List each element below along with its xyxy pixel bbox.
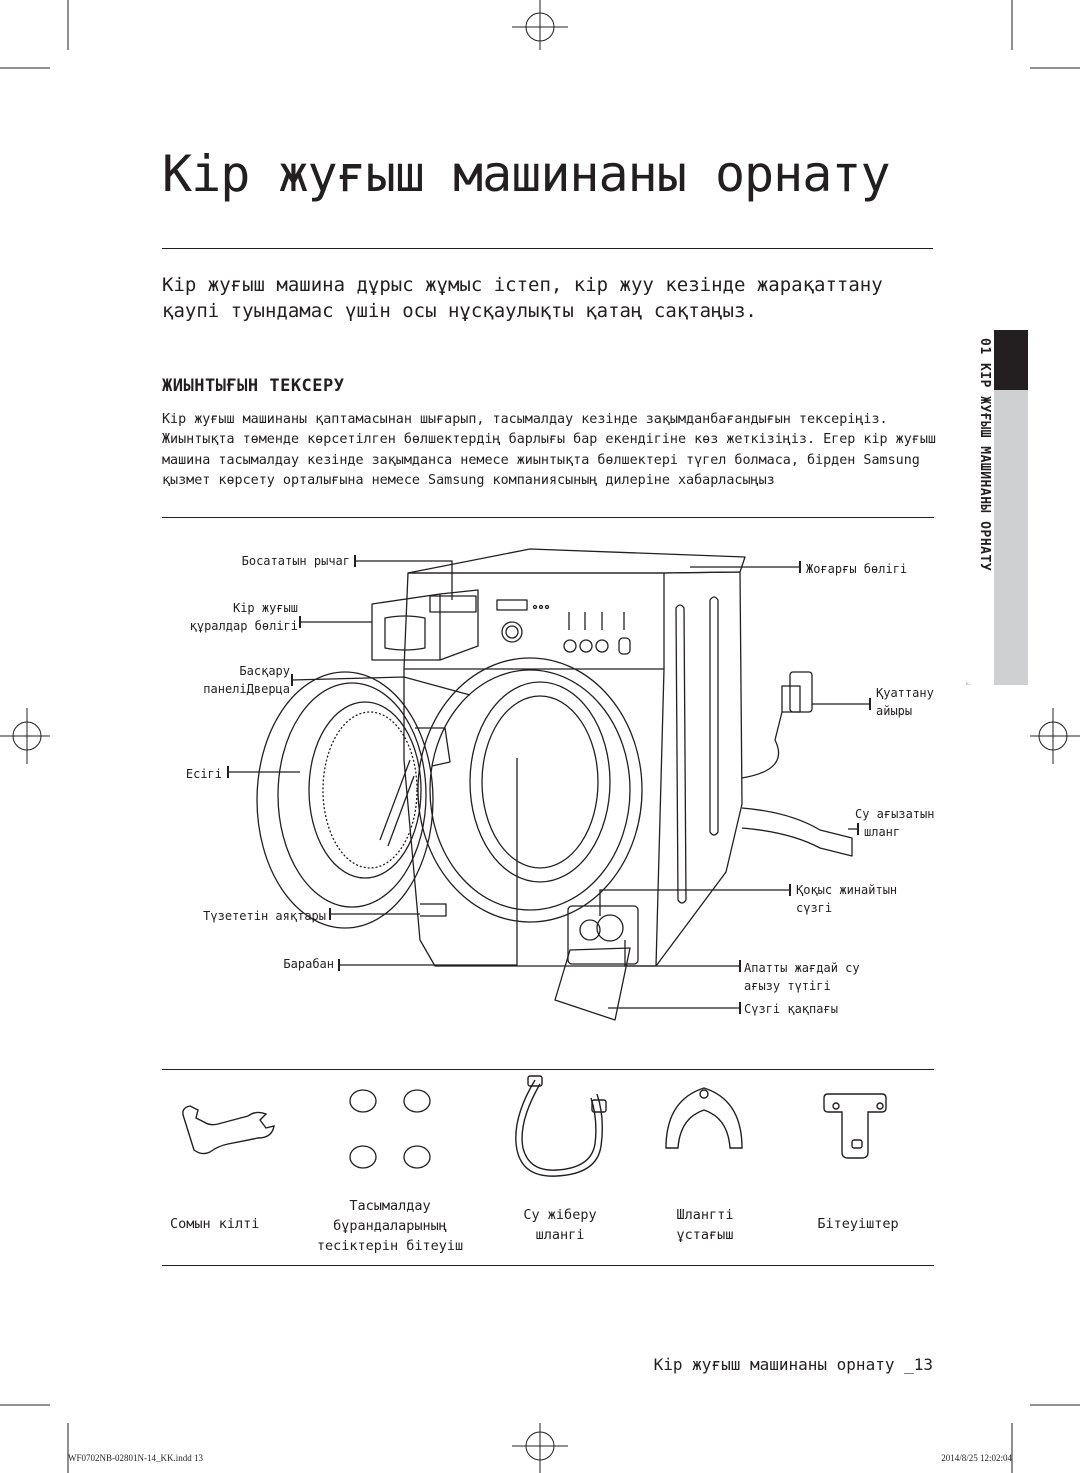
spanner-icon: [182, 1105, 275, 1155]
intro-text: Кір жуғыш машина дұрыс жұмыс істеп, кір …: [162, 274, 883, 322]
side-tab-label-area: [966, 330, 994, 685]
accessory-label-hose-guide: Шлангті ұстағыш: [676, 1207, 734, 1243]
label-filter-cover: Сүзгі қақпағы: [744, 1002, 838, 1016]
label-power-plug-1: Қуаттану: [876, 686, 934, 700]
page-title: Кір жуғыш машинаны орнату: [162, 145, 891, 203]
label-power-plug-2: айыры: [876, 704, 913, 718]
plugs-icon: [823, 1093, 887, 1159]
accessory-label-hole-caps: Тасымалдау бұрандаларының тесіктерін біт…: [316, 1198, 464, 1254]
label-worktop: Жоғарғы бөлігі: [806, 562, 908, 576]
label-release-lever: Босататын рычаг: [241, 554, 350, 568]
label-detergent-drawer-2: құралдар бөлігі: [189, 619, 298, 633]
side-tab-text: 01 КІР ЖУҒЫШ МАШИНАНЫ ОРНАТУ: [977, 338, 992, 572]
label-emergency-drain-2: ағызу түтігі: [744, 979, 831, 993]
title-rule: [162, 248, 933, 249]
accessory-label-water-hose: Су жіберу шлангі: [523, 1207, 597, 1243]
label-drain-hose-2: шланг: [864, 825, 901, 839]
chapter-side-tab: 01 КІР ЖУҒЫШ МАШИНАНЫ ОРНАТУ: [966, 330, 1028, 685]
page-footer: Кір жуғыш машинаны орнату _13: [653, 1355, 933, 1374]
hole-caps-icon: [349, 1089, 431, 1169]
accessory-label-plugs: Бітеуіштер: [817, 1216, 899, 1232]
label-control-panel-1: Басқару: [239, 664, 290, 678]
section-heading: ЖИЫНТЫҒЫН ТЕКСЕРУ: [162, 376, 345, 396]
section-text: Кір жуғыш машинаны қаптамасынан шығарып,…: [162, 412, 936, 488]
label-door: Есігі: [185, 767, 222, 781]
label-debris-filter-2: сүзгі: [796, 901, 833, 915]
label-drum: Барабан: [283, 957, 334, 971]
water-hose-icon: [515, 1075, 607, 1177]
label-control-panel-2: панеліДверца: [203, 682, 290, 696]
label-detergent-drawer-1: Кір жуғыш: [232, 601, 298, 615]
label-debris-filter-1: Қоқыс жинайтын: [796, 883, 898, 897]
hose-guide-icon: [665, 1087, 743, 1149]
divider-accessories-bottom: [162, 1265, 934, 1266]
label-leveling-feet: Түзететін аяқтары: [203, 909, 326, 923]
label-drain-hose-1: Су ағызатын: [855, 807, 935, 821]
imprint-file: WF0702NB-02801N-14_KK.indd 13: [68, 1453, 203, 1463]
divider-top: [162, 517, 934, 518]
divider-accessories-top: [162, 1069, 934, 1070]
label-emergency-drain-1: Апатты жағдай су: [744, 961, 860, 975]
accessory-label-spanner: Сомын кілті: [170, 1216, 260, 1232]
imprint-date: 2014/8/25 12:02:04: [941, 1453, 1012, 1463]
